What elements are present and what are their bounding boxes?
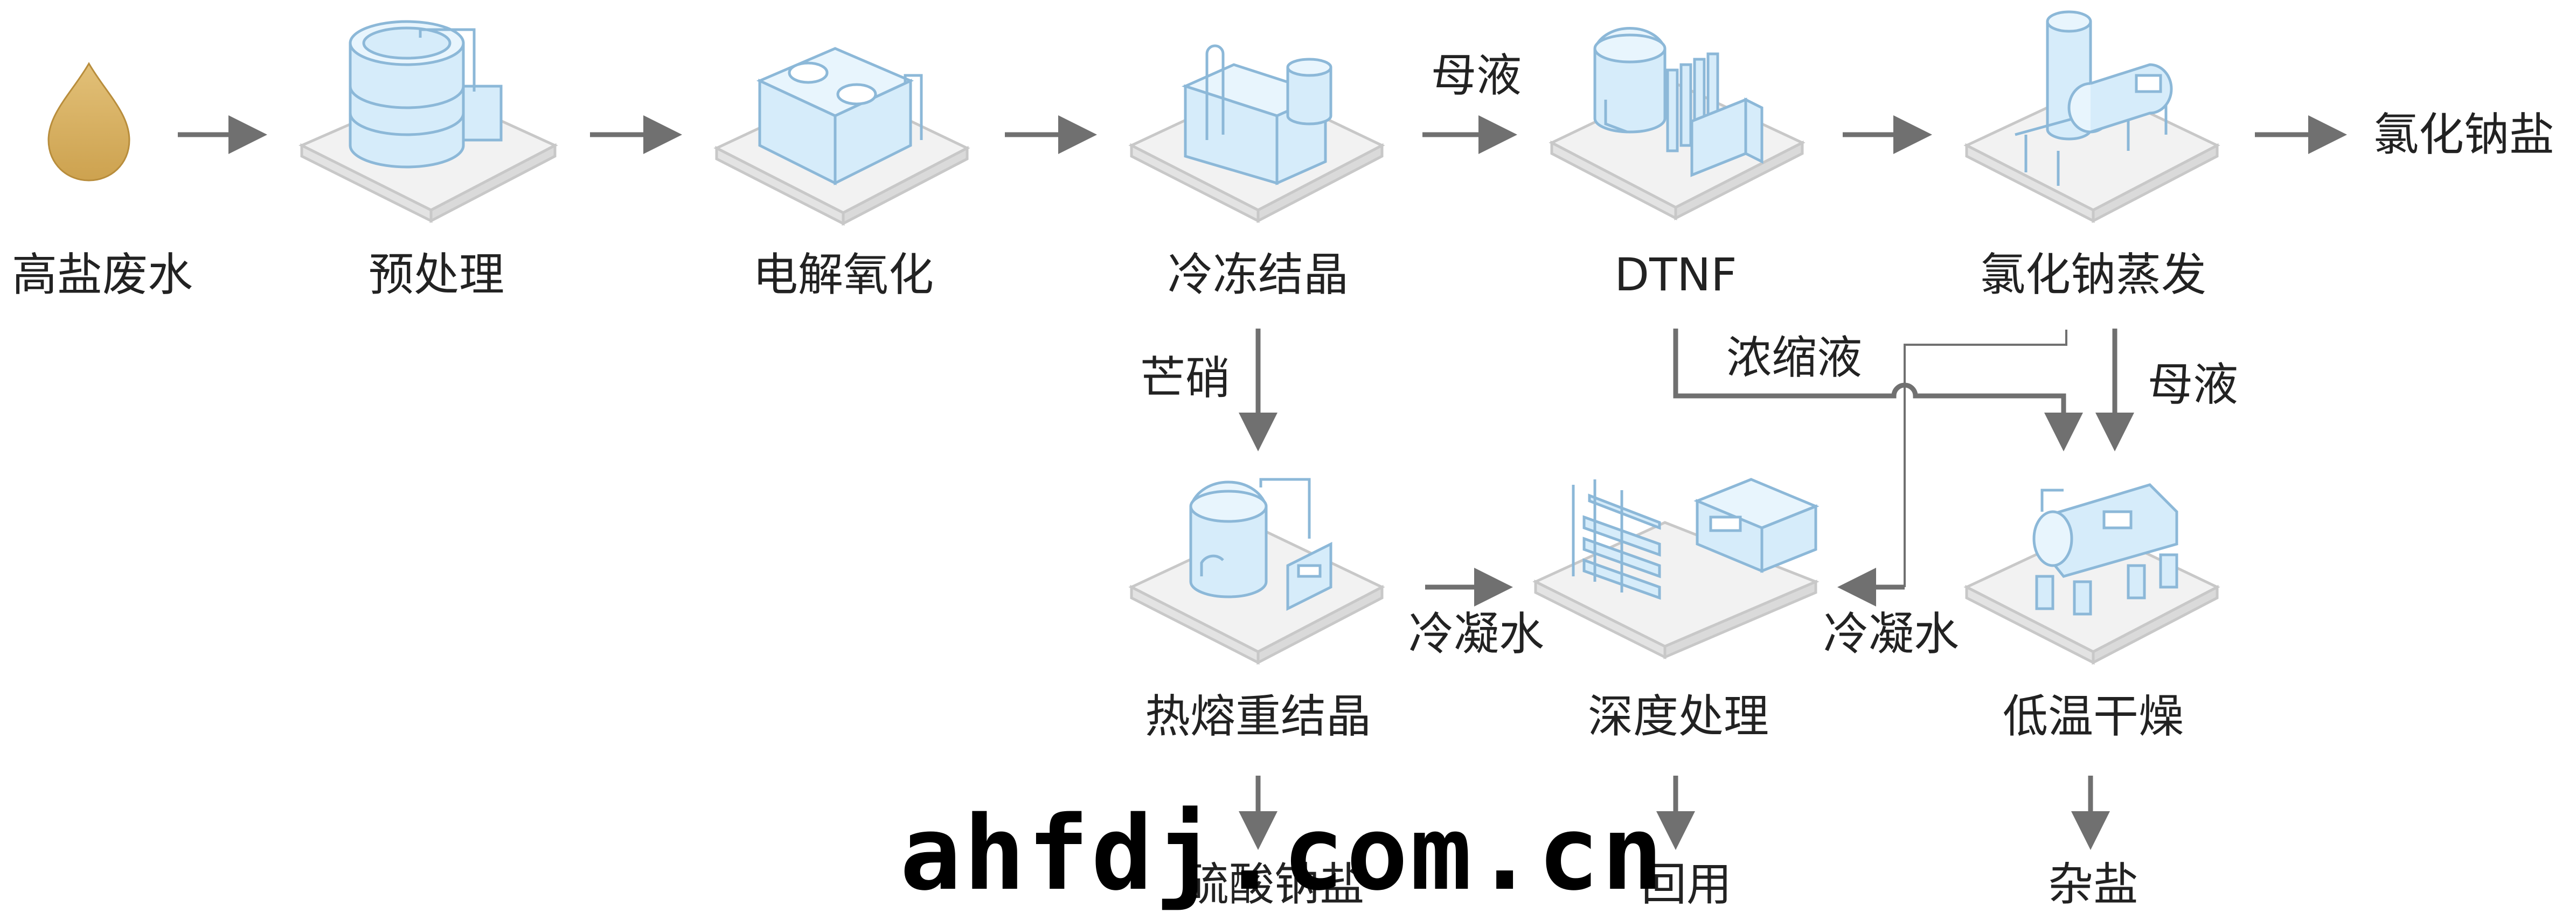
- node-label-advanced-treatment: 深度处理: [1587, 690, 1769, 743]
- node-label-hot-melt-recrystallization: 热熔重结晶: [1144, 690, 1372, 743]
- edge-label-condensate-left: 冷凝水: [1408, 608, 1545, 660]
- node-label-pretreatment: 预处理: [368, 248, 505, 301]
- edge-label-mirabilite: 芒硝: [1140, 352, 1231, 405]
- edge-label-mother-liquor-right: 母液: [2147, 358, 2239, 411]
- node-label-nacl-evaporation: 氯化钠蒸发: [1980, 248, 2207, 301]
- condensate-line: [1837, 330, 2067, 607]
- pretreatment-tank-icon: [298, 20, 558, 224]
- node-label-freeze-crystallization: 冷冻结晶: [1167, 248, 1349, 301]
- evaporator-icon: [1963, 10, 2220, 224]
- dtnf-membrane-unit-icon: [1549, 27, 1806, 221]
- node-label-electrolytic-oxidation: 电解氧化: [752, 248, 934, 301]
- output-label-reuse: 回用: [1641, 858, 1732, 911]
- output-label-mixed-salt: 杂盐: [2047, 858, 2139, 911]
- watermark-text: ahfdj.com.cn: [900, 794, 1665, 913]
- edge-label-condensate-right: 冷凝水: [1823, 608, 1960, 660]
- edge-label-mother-liquor-top: 母液: [1431, 49, 1522, 102]
- dryer-icon: [1963, 483, 2220, 665]
- output-label-sodium-chloride: 氯化钠盐: [2373, 108, 2555, 161]
- node-label-dtnf: DTNF: [1614, 248, 1737, 301]
- recrystallizer-icon: [1128, 478, 1385, 665]
- node-label-low-temp-drying: 低温干燥: [2002, 690, 2184, 743]
- edge-label-concentrate: 浓缩液: [1726, 331, 1863, 384]
- electrolysis-cell-icon: [713, 47, 970, 226]
- advanced-treatment-icon: [1532, 478, 1820, 660]
- freeze-crystallizer-icon: [1128, 44, 1385, 224]
- wastewater-droplet-icon: [47, 61, 130, 182]
- output-label-sodium-sulfate: 硫酸钠盐: [1183, 858, 1365, 911]
- node-label-high-salt-wastewater: 高盐废水: [11, 248, 193, 301]
